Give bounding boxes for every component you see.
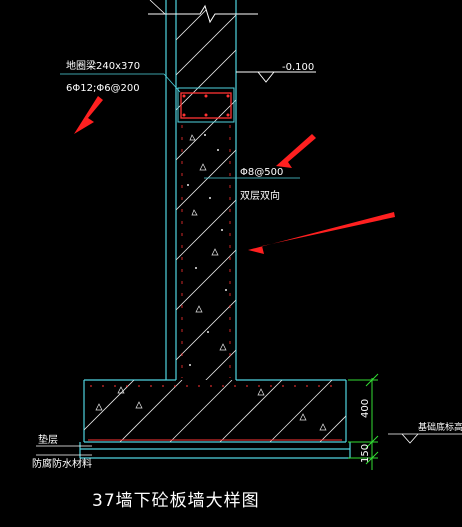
arrow-wall-rebar [276,134,316,168]
wall-rebar-label: Φ8@500 [240,167,283,178]
footing-section [79,380,351,459]
arrow-ring-beam [74,96,103,134]
cushion-material-label: 防腐防水材料 [32,457,92,470]
level-marker [236,71,316,83]
ring-beam [177,87,235,123]
ring-beam-rebar [180,92,232,119]
wall-section [84,0,346,381]
ring-beam-label: 地圈梁240x370 [66,59,140,72]
cushion-label: 垫层 [38,433,58,446]
break-line [148,4,258,24]
dimension-lines [348,373,379,470]
dim-footing-height: 400 [360,399,371,418]
footing-aggregate [95,386,327,431]
right-note: 基础底标高 [418,421,462,433]
annotation-arrows [74,96,395,254]
right-level-marker [388,433,462,444]
level-label: -0.100 [282,62,314,73]
footing-rebars [88,385,342,441]
dim-cushion-height: 150 [360,444,371,463]
wall-rebar-note: 双层双向 [240,189,280,202]
arrow-wall [248,212,395,254]
footing-hatch [84,380,346,442]
rebar-dots [182,94,230,117]
ring-beam-leader [60,73,181,93]
wall-dots [187,134,227,366]
wall-aggregate [189,134,227,351]
ring-beam-rebar-label: 6Φ12;Φ6@200 [66,83,140,94]
cushion-leader [36,445,92,456]
wall-hatch [176,10,236,380]
drawing-caption: 37墙下砼板墙大样图 [92,491,260,511]
